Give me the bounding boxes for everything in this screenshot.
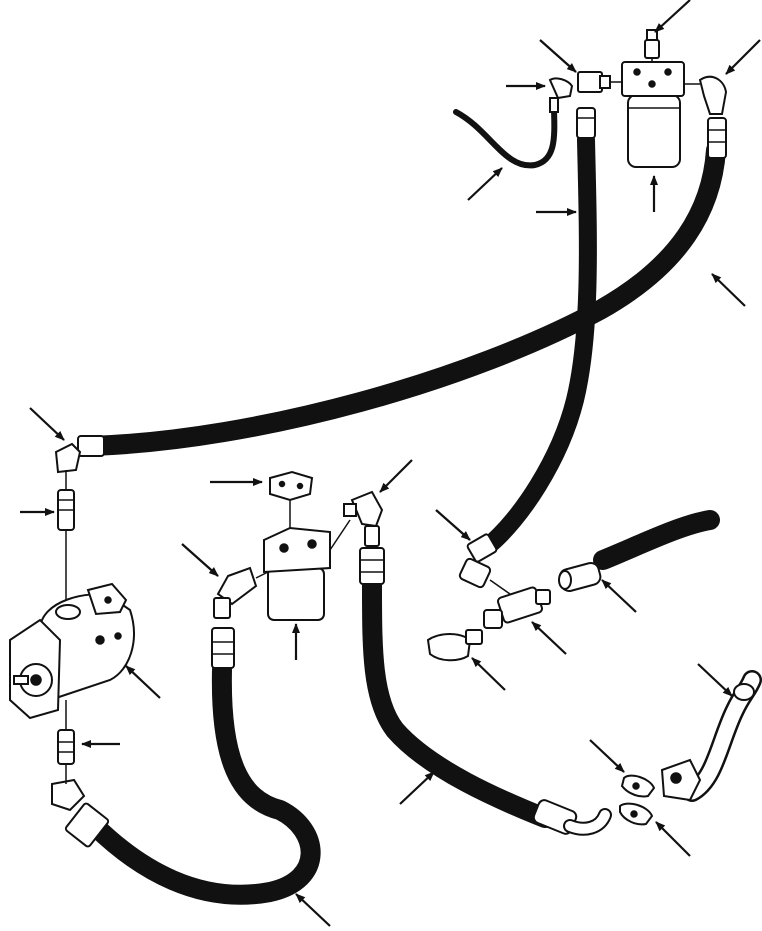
callout-arrow <box>725 39 761 75</box>
callout-arrow <box>539 39 577 73</box>
small-hose-right <box>593 510 720 570</box>
callout-arrow <box>435 509 471 541</box>
callout-arrow <box>379 459 413 493</box>
callout-arrow <box>697 663 733 697</box>
callout-arrow <box>654 0 691 33</box>
callout-arrow <box>471 657 506 691</box>
hydraulic-motor <box>9 470 135 784</box>
callout-arrow <box>655 821 691 857</box>
lower-elbows-adapters <box>213 490 384 619</box>
callout-arrow <box>467 167 503 201</box>
callout-arrow <box>399 771 435 805</box>
callout-arrow <box>589 739 625 773</box>
callout-arrow <box>29 407 65 441</box>
filter-supply-hose <box>362 575 555 828</box>
crossover-hose <box>479 131 597 555</box>
small-line-top <box>453 107 558 169</box>
callout-arrow <box>125 665 161 699</box>
callout-arrow <box>601 579 637 613</box>
elbow-fitting-left <box>426 629 483 662</box>
callout-arrow <box>181 543 219 577</box>
callout-arrow <box>531 621 567 655</box>
upper-elbows-adapters <box>548 71 728 115</box>
callout-arrow <box>711 273 746 307</box>
upper-filter-assembly <box>621 29 685 168</box>
pressure-hose-long <box>82 140 726 456</box>
tee-fitting <box>458 557 551 629</box>
tank-return-line <box>682 670 762 802</box>
callout-arrow <box>295 893 331 927</box>
motor-return-hose <box>85 660 321 905</box>
lower-filter-assembly <box>263 470 351 621</box>
hose-end-fittings <box>51 107 727 848</box>
callout-arrows <box>20 0 761 927</box>
split-flange-halves <box>619 758 702 826</box>
